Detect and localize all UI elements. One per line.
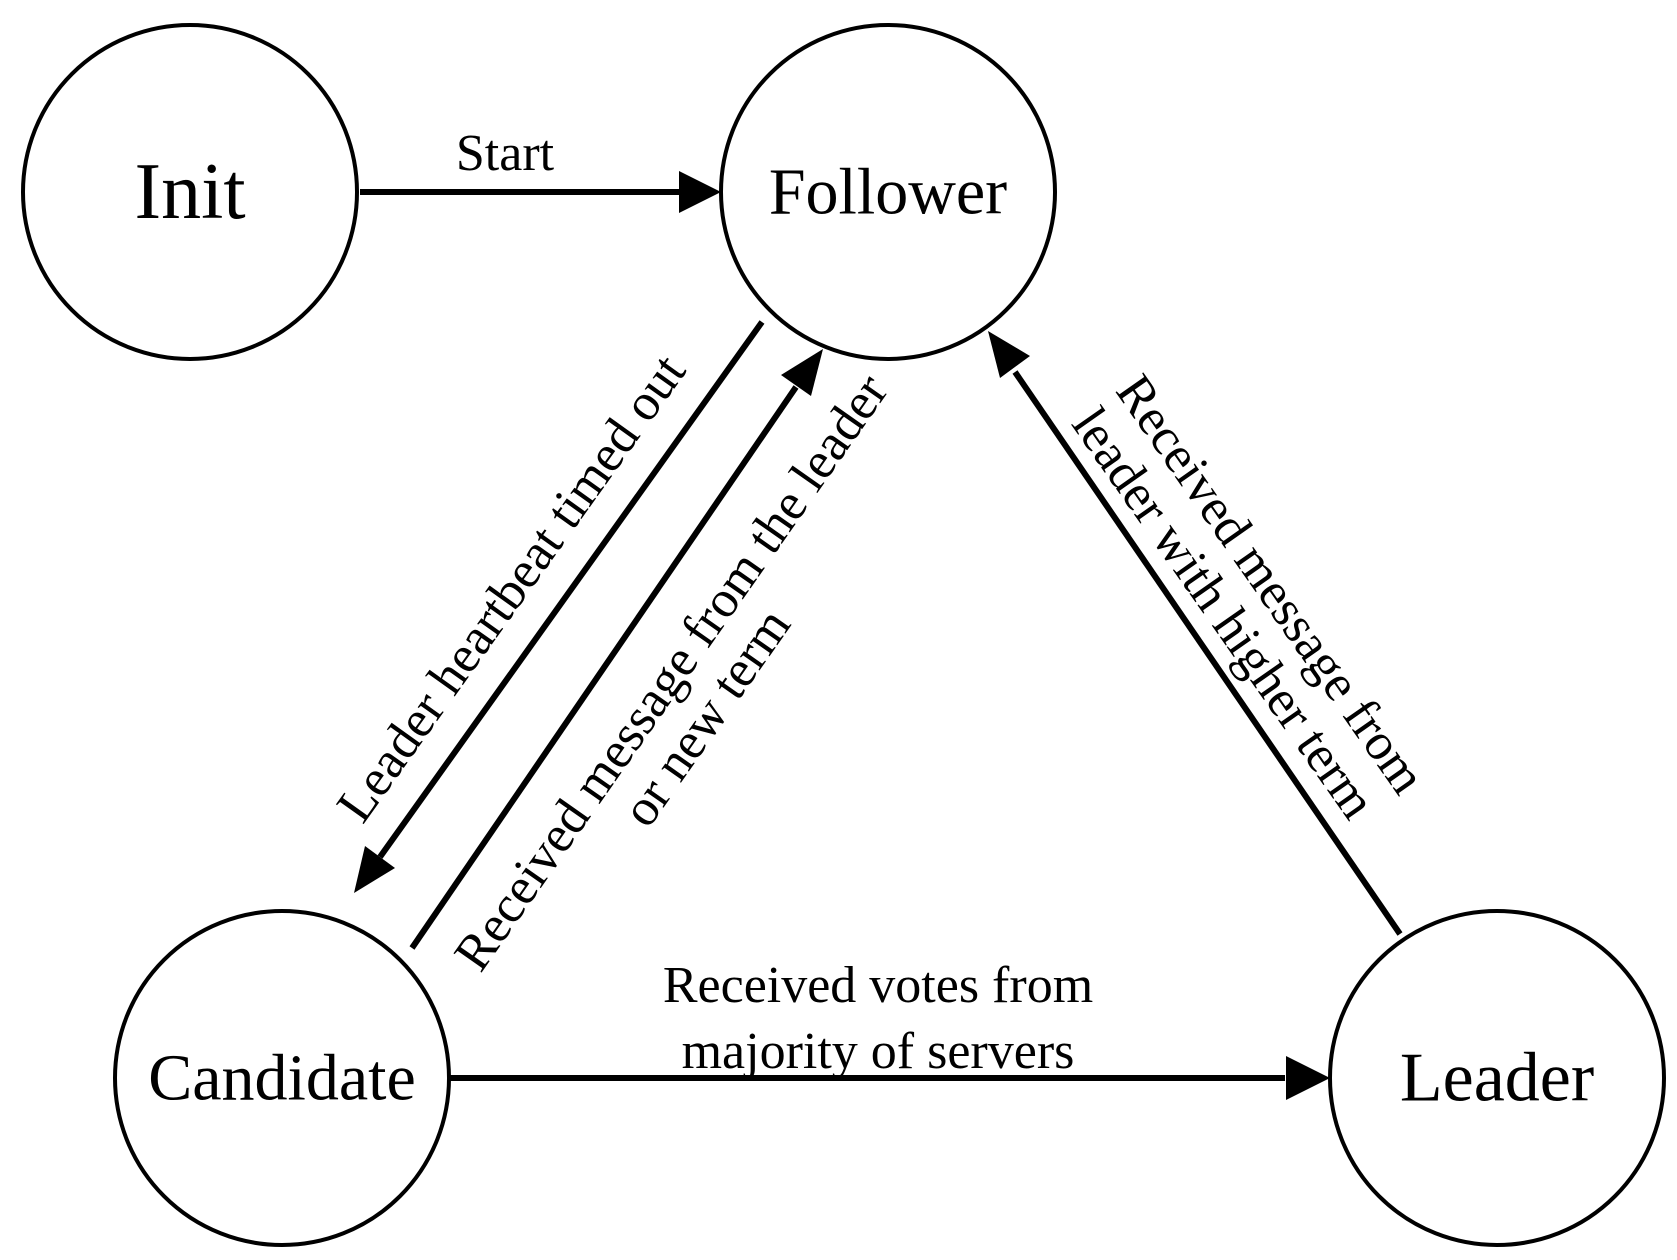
state-init-label: Init: [134, 148, 245, 236]
edge-follower-to-candidate-line: [377, 320, 765, 859]
edge-candidate-to-leader-arrowhead: [1286, 1056, 1330, 1100]
edge-leader-to-follower-line: [1012, 370, 1403, 936]
edge-leader-to-follower: Received message from leader with higher…: [988, 331, 1437, 936]
edge-leader-to-follower-label-line2: leader with higher term: [1061, 398, 1387, 829]
state-candidate: Candidate: [113, 909, 451, 1247]
edge-candidate-to-leader-label-line1: Received votes from: [663, 957, 1093, 1014]
edge-leader-to-follower-label-line1: Received message from: [1105, 365, 1437, 805]
edge-init-to-follower: Start: [360, 125, 721, 213]
state-follower: Follower: [719, 23, 1057, 361]
edge-candidate-to-follower-line: [409, 385, 799, 950]
edge-init-to-follower-arrowhead: [679, 171, 721, 213]
state-leader: Leader: [1328, 909, 1666, 1247]
edge-candidate-to-follower-arrowhead: [781, 349, 823, 396]
edge-leader-to-follower-arrowhead: [988, 331, 1030, 378]
state-init-circle: [21, 23, 359, 361]
edge-candidate-to-leader: Received votes from majority of servers: [450, 957, 1330, 1100]
state-candidate-circle: [113, 909, 451, 1247]
state-init: Init: [21, 23, 359, 361]
edge-init-to-follower-label: Start: [456, 125, 555, 182]
state-candidate-label: Candidate: [148, 1042, 416, 1115]
state-leader-label: Leader: [1400, 1040, 1594, 1117]
edge-follower-to-candidate-arrowhead: [354, 846, 395, 893]
state-follower-label: Follower: [769, 156, 1007, 229]
edge-candidate-to-leader-label-line2: majority of servers: [682, 1023, 1075, 1080]
